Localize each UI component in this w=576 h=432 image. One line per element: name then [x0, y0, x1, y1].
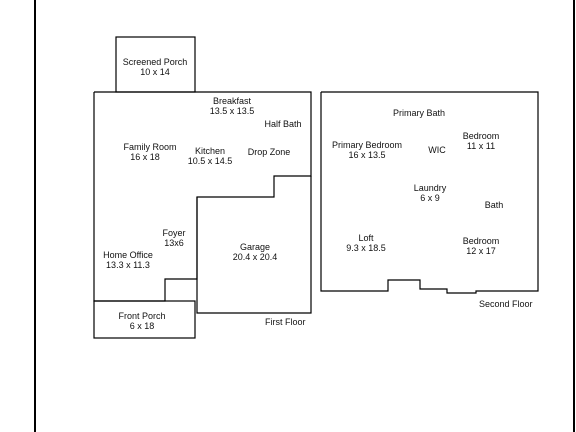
bedroom-2-label: Bedroom 12 x 17	[463, 236, 500, 256]
room-name: Garage	[239, 242, 271, 252]
half-bath-label: Half Bath	[264, 119, 301, 129]
front-porch-label: Front Porch 6 x 18	[118, 311, 165, 331]
room-name: Bedroom	[462, 236, 500, 246]
loft-label: Loft 9.3 x 18.5	[346, 233, 386, 253]
kitchen-label: Kitchen 10.5 x 14.5	[188, 146, 233, 166]
room-name: WIC	[428, 145, 446, 155]
breakfast-label: Breakfast 13.5 x 13.5	[210, 96, 255, 116]
primary-bath-label: Primary Bath	[393, 108, 445, 118]
first-floor-caption: First Floor	[265, 317, 306, 327]
room-name: Primary Bath	[392, 108, 446, 118]
garage-walls	[196, 176, 312, 314]
room-name: Breakfast	[212, 96, 252, 106]
first-floor-walls	[93, 36, 312, 339]
primary-bedroom-label: Primary Bedroom 16 x 13.5	[332, 140, 402, 160]
room-name: Bath	[484, 200, 504, 210]
garage-label: Garage 20.4 x 20.4	[233, 242, 278, 262]
room-dimensions: 16 x 13.5	[348, 150, 386, 160]
room-dimensions: 16 x 18	[130, 152, 160, 162]
room-dimensions: 13.5 x 13.5	[209, 106, 255, 116]
room-dimensions: 13.3 x 11.3	[106, 260, 150, 270]
room-name: Kitchen	[194, 146, 226, 156]
room-name: Screened Porch	[122, 57, 188, 67]
bath-label: Bath	[485, 200, 504, 210]
room-dimensions: 20.4 x 20.4	[232, 252, 278, 262]
bedroom-1-label: Bedroom 11 x 11	[463, 131, 500, 151]
second-floor-outline	[320, 91, 539, 294]
room-name: Bedroom	[462, 131, 500, 141]
room-dimensions: 6 x 9	[420, 193, 440, 203]
front-porch-walls	[93, 300, 196, 339]
room-dimensions: 9.3 x 18.5	[346, 243, 386, 253]
room-name: Front Porch	[118, 311, 166, 321]
second-floor-caption: Second Floor	[479, 299, 533, 309]
room-name: Foyer	[162, 228, 186, 238]
foyer-label: Foyer 13x6	[162, 228, 185, 248]
family-room-label: Family Room 16 x 18	[123, 142, 176, 162]
drop-zone-label: Drop Zone	[248, 147, 291, 157]
room-dimensions: 10 x 14	[140, 67, 170, 77]
room-name: Laundry	[413, 183, 447, 193]
home-office-label: Home Office 13.3 x 11.3	[103, 250, 153, 270]
room-dimensions: 13x6	[164, 238, 184, 248]
laundry-label: Laundry 6 x 9	[414, 183, 447, 203]
room-name: Half Bath	[264, 119, 302, 129]
room-name: Primary Bedroom	[331, 140, 403, 150]
room-dimensions: 11 x 11	[466, 141, 496, 151]
room-dimensions: 12 x 17	[466, 246, 496, 256]
room-dimensions: 10.5 x 14.5	[187, 156, 233, 166]
room-name: Family Room	[123, 142, 177, 152]
room-name: Home Office	[103, 250, 153, 260]
room-dimensions: 6 x 18	[129, 321, 155, 331]
screened-porch-label: Screened Porch 10 x 14	[123, 57, 188, 77]
room-name: Drop Zone	[247, 147, 291, 157]
room-name: Loft	[358, 233, 374, 243]
wic-label: WIC	[428, 145, 446, 155]
